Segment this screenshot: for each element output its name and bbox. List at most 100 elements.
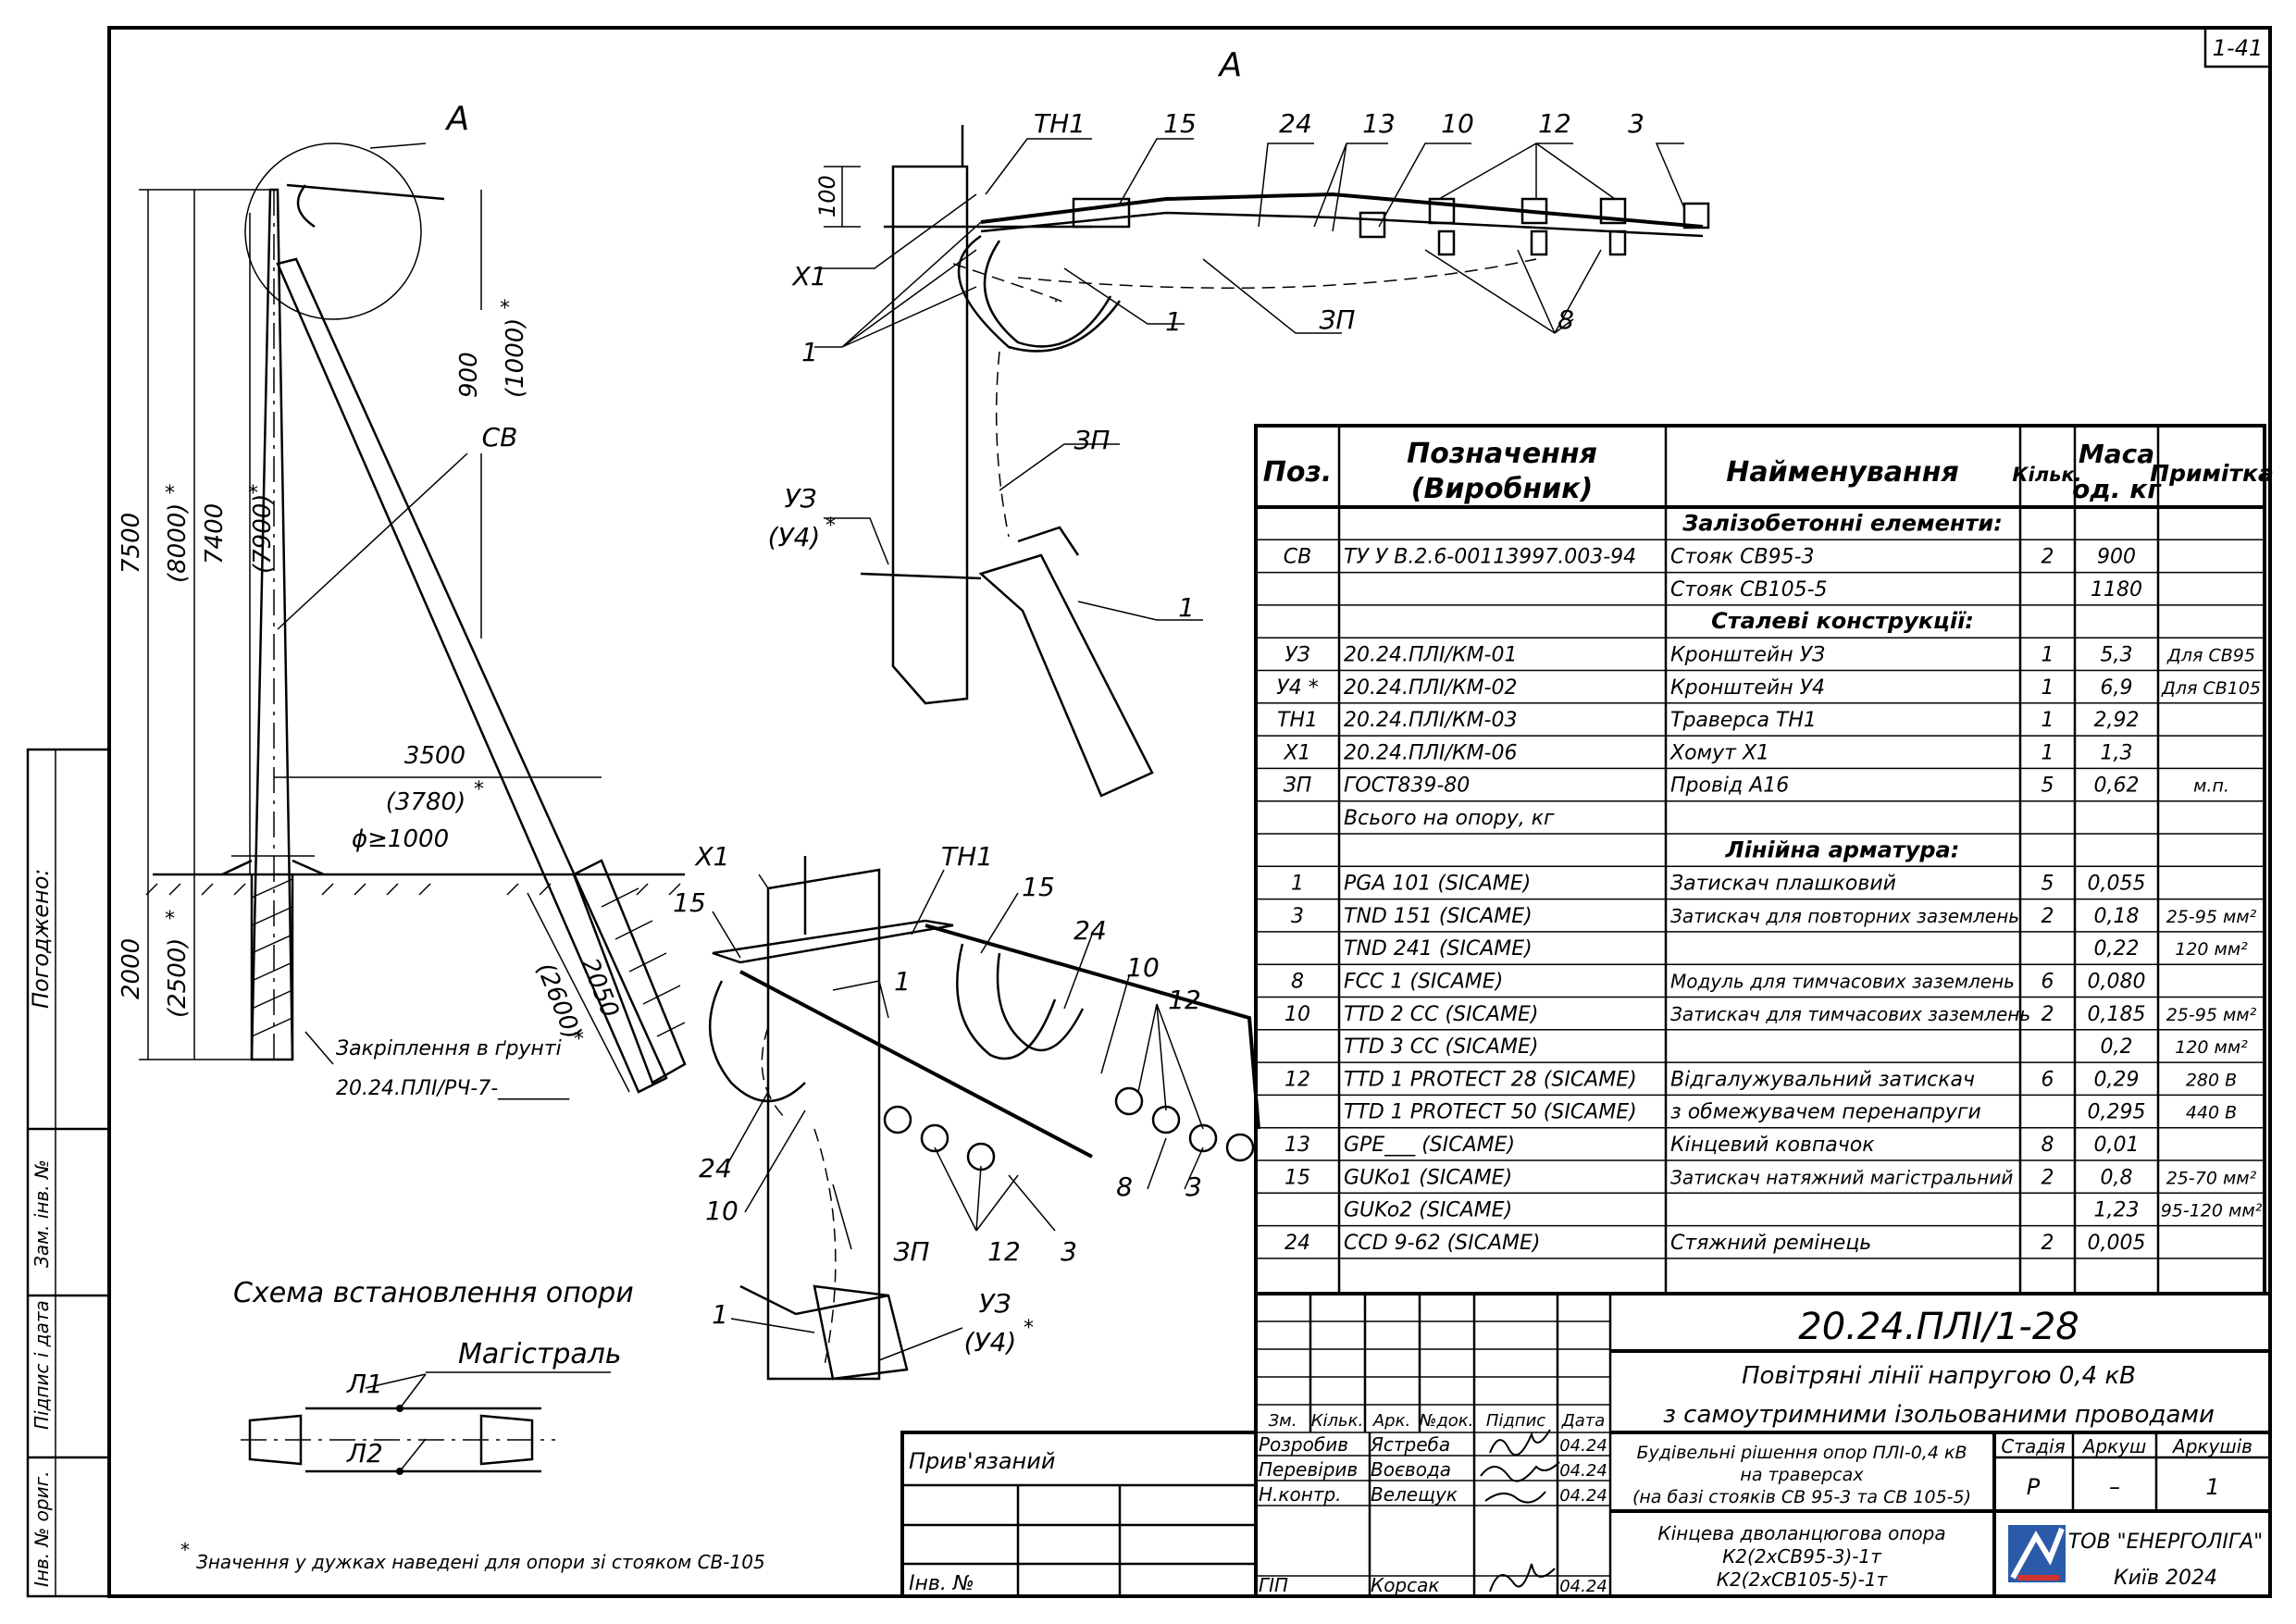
detail-label-1c: 1 <box>1178 592 1195 623</box>
iso-label-15b: 15 <box>673 887 706 918</box>
table-cell-mass: 0,2 <box>2101 1035 2133 1059</box>
th-qty: Кільк. <box>2012 464 2081 486</box>
dim-900: 900 <box>455 352 483 398</box>
company-logo <box>2008 1525 2066 1582</box>
sheet-number: 1-41 <box>2213 35 2263 61</box>
name-3: Корсак <box>1371 1574 1439 1596</box>
th-code-2: (Виробник) <box>1411 473 1593 505</box>
date-0: 04.24 <box>1559 1436 1607 1456</box>
table-cell-qty: 1 <box>2042 741 2054 764</box>
scheme-title: Схема встановлення опори <box>233 1277 634 1309</box>
role-3: ГІП <box>1259 1574 1288 1596</box>
iso-label-th1: ТН1 <box>941 841 993 872</box>
table-cell-name: Хомут Х1 <box>1669 741 1769 764</box>
table-cell-code: GUKo1 (SICAME) <box>1344 1166 1512 1189</box>
table-cell-qty: 2 <box>2042 1003 2054 1026</box>
table-cell-name: з обмежувачем перенапруги <box>1670 1101 1981 1124</box>
table-cell-qty: 2 <box>2042 1166 2054 1189</box>
table-cell-pos: ТН1 <box>1277 709 1318 732</box>
table-cell-note: 120 мм² <box>2175 939 2248 960</box>
table-cell-code: GPE___ (SICAME) <box>1344 1134 1515 1157</box>
detail-label-x1: Х1 <box>791 261 827 291</box>
dim-8000: (8000) <box>164 503 192 583</box>
iso-label-24a: 24 <box>1074 915 1107 946</box>
title-line2: з самоутримними ізольованими проводами <box>1663 1401 2215 1429</box>
table-cell-qty: 2 <box>2042 1232 2054 1255</box>
detail-label-u4-star: * <box>825 514 836 538</box>
detail-label-zp: ЗП <box>1319 304 1355 335</box>
dim-7500: 7500 <box>118 513 145 574</box>
table-cell-mass: 2,92 <box>2094 709 2140 732</box>
table-cell-qty: 5 <box>2042 873 2054 896</box>
table-cell-name: Кронштейн У4 <box>1670 676 1825 700</box>
table-cell-name: Кронштейн УЗ <box>1670 644 1825 667</box>
detail-label-u4: (У4) <box>768 522 821 552</box>
ground-note-1: Закріплення в ґрунті <box>336 1037 562 1060</box>
callout-a: A <box>445 100 470 138</box>
table-cell-mass: 0,080 <box>2088 971 2146 994</box>
table-cell-note: Для СВ105 <box>2161 678 2261 699</box>
table-cell-mass: 0,055 <box>2088 873 2146 896</box>
table-cell-pos: 10 <box>1285 1003 1310 1026</box>
table-cell-mass: 0,22 <box>2094 937 2140 961</box>
col-data: Дата <box>1561 1411 1606 1431</box>
table-cell-qty: 2 <box>2042 546 2054 569</box>
stage-label: Стадія <box>2001 1435 2065 1457</box>
scheme-main-label: Магістраль <box>458 1338 622 1370</box>
role-2: Н.контр. <box>1259 1483 1342 1506</box>
iso-label-10a: 10 <box>1126 952 1160 983</box>
th-pos: Поз. <box>1263 456 1333 489</box>
table-cell-mass: 0,005 <box>2088 1232 2146 1255</box>
detail-label-8: 8 <box>1558 304 1574 335</box>
date-3: 04.24 <box>1559 1577 1607 1596</box>
table-cell-note: 95-120 мм² <box>2161 1201 2263 1221</box>
installation-scheme: Схема встановлення опори Магістраль Л1 Л… <box>233 1277 634 1475</box>
dim-7900: (7900) <box>249 494 277 574</box>
view-a-label: A <box>1218 46 1243 84</box>
detail-label-zp2: ЗП <box>1074 425 1110 455</box>
dim-1000: (1000) <box>502 318 529 398</box>
sheet-desc-3: К2(2хСВ105-5)-1т <box>1717 1568 1889 1591</box>
table-cell-pos: 1 <box>1291 873 1304 896</box>
detail-label-15: 15 <box>1163 108 1197 139</box>
soglasovano-label: Погоджено: <box>28 869 54 1009</box>
table-cell-pos: 13 <box>1285 1134 1310 1157</box>
detail-a-circle <box>244 143 422 320</box>
iso-label-3a: 3 <box>1061 1236 1077 1267</box>
doc-code: 20.24.ПЛІ/1-28 <box>1798 1306 2079 1348</box>
table-cell-pos: СВ <box>1284 546 1311 569</box>
dim-7400: 7400 <box>201 503 229 564</box>
date-2: 04.24 <box>1559 1486 1607 1506</box>
table-cell-mass: 900 <box>2097 546 2136 569</box>
table-cell-mass: 0,185 <box>2088 1003 2146 1026</box>
table-cell-name: Затискач натяжний магістральний <box>1670 1166 2013 1188</box>
table-cell-name: Стяжний ремінець <box>1670 1232 1871 1255</box>
th-mass-1: Маса <box>2079 439 2154 469</box>
dim-2500-star: * <box>165 908 175 931</box>
company-city: Київ 2024 <box>2114 1567 2217 1590</box>
detail-label-12: 12 <box>1538 108 1571 139</box>
dim-2600-star: * <box>574 1028 584 1051</box>
inv-orig-label: Інв. № ориг. <box>31 1471 53 1587</box>
sheet-value: – <box>2109 1474 2120 1500</box>
table-cell-mass: 0,18 <box>2094 905 2140 928</box>
table-cell-code: TTD 1 PROTECT 50 (SICAME) <box>1344 1101 1637 1124</box>
detail-label-24: 24 <box>1279 108 1312 139</box>
specification-table: Поз. Позначення (Виробник) Найменування … <box>1254 424 2274 1295</box>
stage-value: Р <box>2027 1474 2041 1500</box>
table-cell-qty: 2 <box>2042 905 2054 928</box>
sheet-number-box <box>2203 26 2272 68</box>
th-mass-2: од. кг <box>2072 474 2162 504</box>
table-cell-mass: 0,295 <box>2088 1101 2146 1124</box>
table-cell-code: CCD 9-62 (SICAME) <box>1344 1232 1541 1255</box>
label-sv: СВ <box>482 422 518 452</box>
detail-label-10: 10 <box>1441 108 1474 139</box>
role-1: Перевірив <box>1259 1458 1358 1481</box>
col-pidpys: Підпис <box>1486 1411 1545 1431</box>
table-cell-mass: 0,8 <box>2101 1166 2133 1189</box>
dim-7900-star: * <box>248 482 258 505</box>
table-cell-pos: 3 <box>1291 905 1304 928</box>
table-cell-pos: 8 <box>1291 971 1304 994</box>
table-cell-name: Затискач плашковий <box>1670 873 1896 896</box>
